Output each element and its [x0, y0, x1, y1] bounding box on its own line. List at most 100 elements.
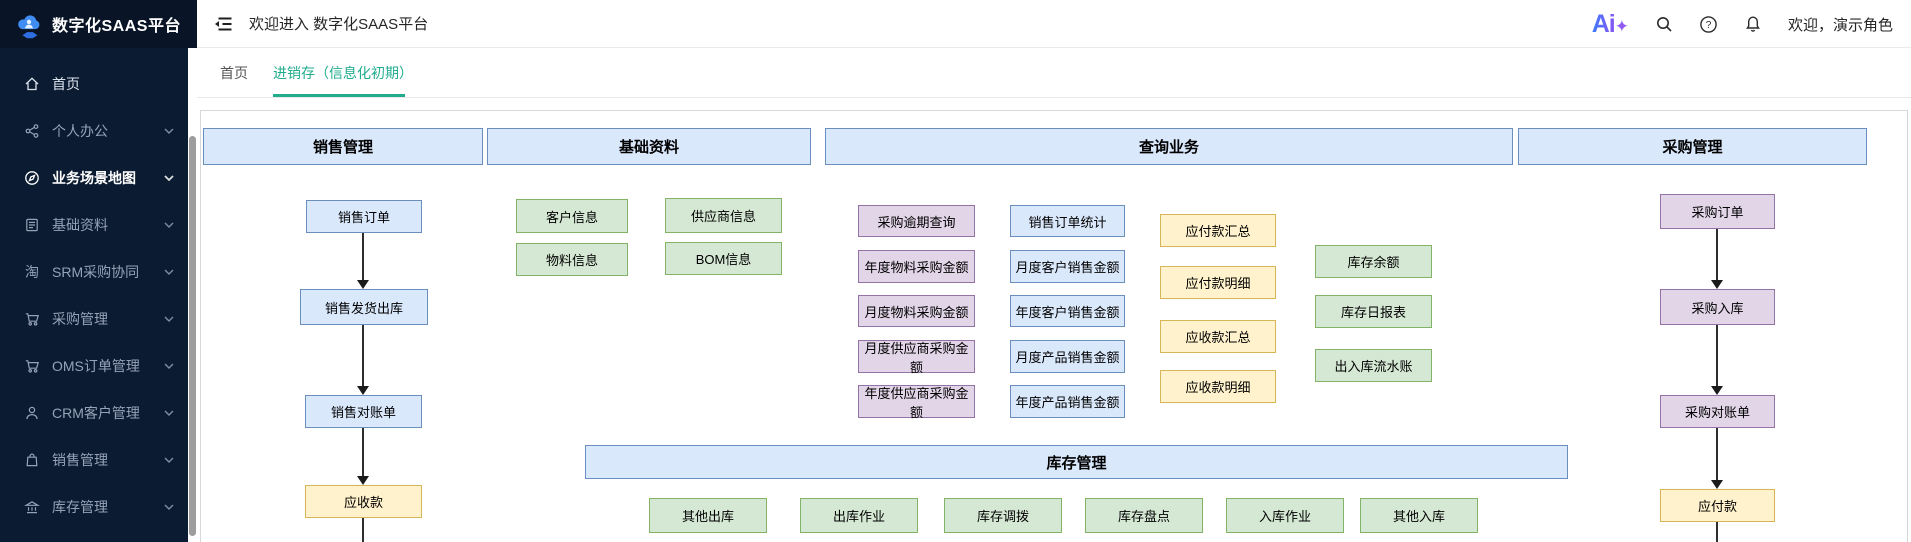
- node-monthly-supplier-purchase[interactable]: 月度供应商采购金额: [858, 340, 975, 375]
- section-header-query: 查询业务: [825, 128, 1513, 165]
- node-purchase-inbound[interactable]: 采购入库: [1660, 289, 1775, 325]
- sidebar-item-label: 个人办公: [52, 122, 108, 139]
- node-purchase-overdue-query[interactable]: 采购逾期查询: [858, 205, 975, 237]
- flow-arrow-line: [362, 233, 364, 281]
- flow-arrowhead: [1711, 280, 1723, 289]
- node-inventory-count[interactable]: 库存盘点: [1085, 498, 1203, 533]
- node-customer-info[interactable]: 客户信息: [516, 199, 628, 233]
- sidebar-scrollbar-thumb[interactable]: [189, 136, 196, 536]
- sidebar-item-home[interactable]: 首页: [0, 60, 188, 107]
- search-button[interactable]: [1655, 15, 1673, 33]
- flow-arrowhead: [357, 386, 369, 395]
- tab-home[interactable]: 首页: [220, 64, 248, 81]
- bag-icon: [26, 453, 38, 466]
- topbar-actions: Ai✦ ? 欢迎，演示角色: [1592, 0, 1893, 48]
- sidebar: 数字化SAAS平台 首页 个人办公 业务场: [0, 0, 197, 542]
- node-inventory-transfer[interactable]: 库存调拨: [944, 498, 1062, 533]
- node-sales-delivery-outbound[interactable]: 销售发货出库: [300, 289, 428, 325]
- welcome-text: 欢迎进入 数字化SAAS平台: [249, 16, 429, 33]
- page-tabs: 首页 进销存（信息化初期）: [197, 48, 1911, 98]
- sidebar-item-srm[interactable]: 淘 SRM采购协同: [0, 248, 188, 295]
- node-sales-order[interactable]: 销售订单: [306, 200, 422, 233]
- sidebar-item-label: 销售管理: [52, 451, 108, 468]
- share-icon: [25, 123, 39, 138]
- flow-arrow-line: [362, 325, 364, 387]
- tab-inventory-flow[interactable]: 进销存（信息化初期）: [273, 64, 413, 81]
- flow-arrow-line: [362, 428, 364, 477]
- flow-arrow-line: [362, 518, 364, 542]
- sidebar-item-label: 基础资料: [52, 216, 108, 233]
- node-sales-order-stats[interactable]: 销售订单统计: [1010, 205, 1125, 237]
- chevron-down-icon: [164, 128, 174, 134]
- flow-arrowhead: [357, 280, 369, 289]
- node-purchase-statement[interactable]: 采购对账单: [1660, 395, 1775, 428]
- notifications-button[interactable]: [1744, 15, 1762, 34]
- help-icon: ?: [1700, 15, 1717, 33]
- sidebar-item-label: CRM客户管理: [52, 404, 140, 421]
- bell-icon: [1746, 15, 1760, 32]
- sidebar-item-label: 采购管理: [52, 310, 108, 327]
- home-icon: [25, 76, 39, 90]
- sidebar-item-label: OMS订单管理: [52, 357, 140, 374]
- node-purchase-order[interactable]: 采购订单: [1660, 194, 1775, 229]
- help-button[interactable]: ?: [1699, 15, 1718, 34]
- node-sales-statement[interactable]: 销售对账单: [305, 395, 422, 428]
- sidebar-item-inventory-mgmt[interactable]: 库存管理: [0, 483, 188, 530]
- node-other-outbound[interactable]: 其他出库: [649, 498, 767, 533]
- node-payables-detail[interactable]: 应付款明细: [1160, 266, 1276, 299]
- chevron-down-icon: [164, 504, 174, 510]
- node-bom-info[interactable]: BOM信息: [665, 242, 782, 275]
- sidebar-item-sales-mgmt[interactable]: 销售管理: [0, 436, 188, 483]
- cloud-logo-icon: [18, 15, 40, 39]
- user-icon: [26, 406, 38, 419]
- chevron-down-icon: [164, 316, 174, 322]
- active-tab-underline: [273, 94, 405, 97]
- node-inout-ledger[interactable]: 出入库流水账: [1315, 349, 1432, 382]
- chevron-down-icon: [164, 457, 174, 463]
- cart-icon: [25, 359, 39, 373]
- node-other-inbound[interactable]: 其他入库: [1360, 498, 1478, 533]
- node-annual-supplier-purchase[interactable]: 年度供应商采购金额: [858, 385, 975, 420]
- flow-arrow-line: [1716, 522, 1718, 542]
- chevron-down-icon: [164, 222, 174, 228]
- sidebar-item-business-scenario-map[interactable]: 业务场景地图: [0, 154, 188, 201]
- chevron-down-icon: [164, 174, 174, 181]
- node-inventory-daily-report[interactable]: 库存日报表: [1315, 295, 1432, 328]
- sidebar-item-basic-data[interactable]: 基础资料: [0, 201, 188, 248]
- ai-plus-logo: Ai✦: [1591, 9, 1629, 38]
- sidebar-item-label: 业务场景地图: [52, 169, 136, 186]
- node-material-info[interactable]: 物料信息: [516, 243, 628, 276]
- node-monthly-material-purchase[interactable]: 月度物料采购金额: [858, 295, 975, 327]
- sidebar-item-oms[interactable]: OMS订单管理: [0, 342, 188, 389]
- node-annual-customer-sales[interactable]: 年度客户销售金额: [1010, 295, 1125, 327]
- node-receivables-summary[interactable]: 应收款汇总: [1160, 320, 1276, 353]
- node-inventory-balance[interactable]: 库存余额: [1315, 245, 1432, 278]
- node-payables-summary[interactable]: 应付款汇总: [1160, 214, 1276, 247]
- sidebar-item-purchase-mgmt[interactable]: 采购管理: [0, 295, 188, 342]
- bank-icon: [24, 500, 40, 513]
- app-title: 数字化SAAS平台: [52, 18, 181, 35]
- sidebar-item-label: 库存管理: [52, 498, 108, 515]
- node-annual-product-sales[interactable]: 年度产品销售金额: [1010, 385, 1125, 418]
- search-icon: [1656, 17, 1672, 32]
- node-monthly-product-sales[interactable]: 月度产品销售金额: [1010, 340, 1125, 373]
- sidebar-item-crm[interactable]: CRM客户管理: [0, 389, 188, 436]
- node-outbound-operation[interactable]: 出库作业: [800, 498, 918, 533]
- flow-arrowhead: [1711, 386, 1723, 395]
- menu-collapse-button[interactable]: [213, 15, 235, 33]
- node-supplier-info[interactable]: 供应商信息: [665, 198, 782, 233]
- chevron-down-icon: [164, 269, 174, 275]
- sidebar-item-personal-office[interactable]: 个人办公: [0, 107, 188, 154]
- node-accounts-payable[interactable]: 应付款: [1660, 489, 1775, 522]
- sidebar-scrollbar-track: [188, 48, 197, 542]
- node-accounts-receivable[interactable]: 应收款: [305, 485, 422, 518]
- node-monthly-customer-sales[interactable]: 月度客户销售金额: [1010, 250, 1125, 283]
- chevron-down-icon: [164, 363, 174, 369]
- sparkle-icon: ✦: [1614, 16, 1629, 36]
- chevron-down-icon: [164, 410, 174, 416]
- node-annual-material-purchase[interactable]: 年度物料采购金额: [858, 250, 975, 283]
- node-inbound-operation[interactable]: 入库作业: [1226, 498, 1344, 533]
- compass-icon: [25, 170, 39, 185]
- node-receivables-detail[interactable]: 应收款明细: [1160, 370, 1276, 403]
